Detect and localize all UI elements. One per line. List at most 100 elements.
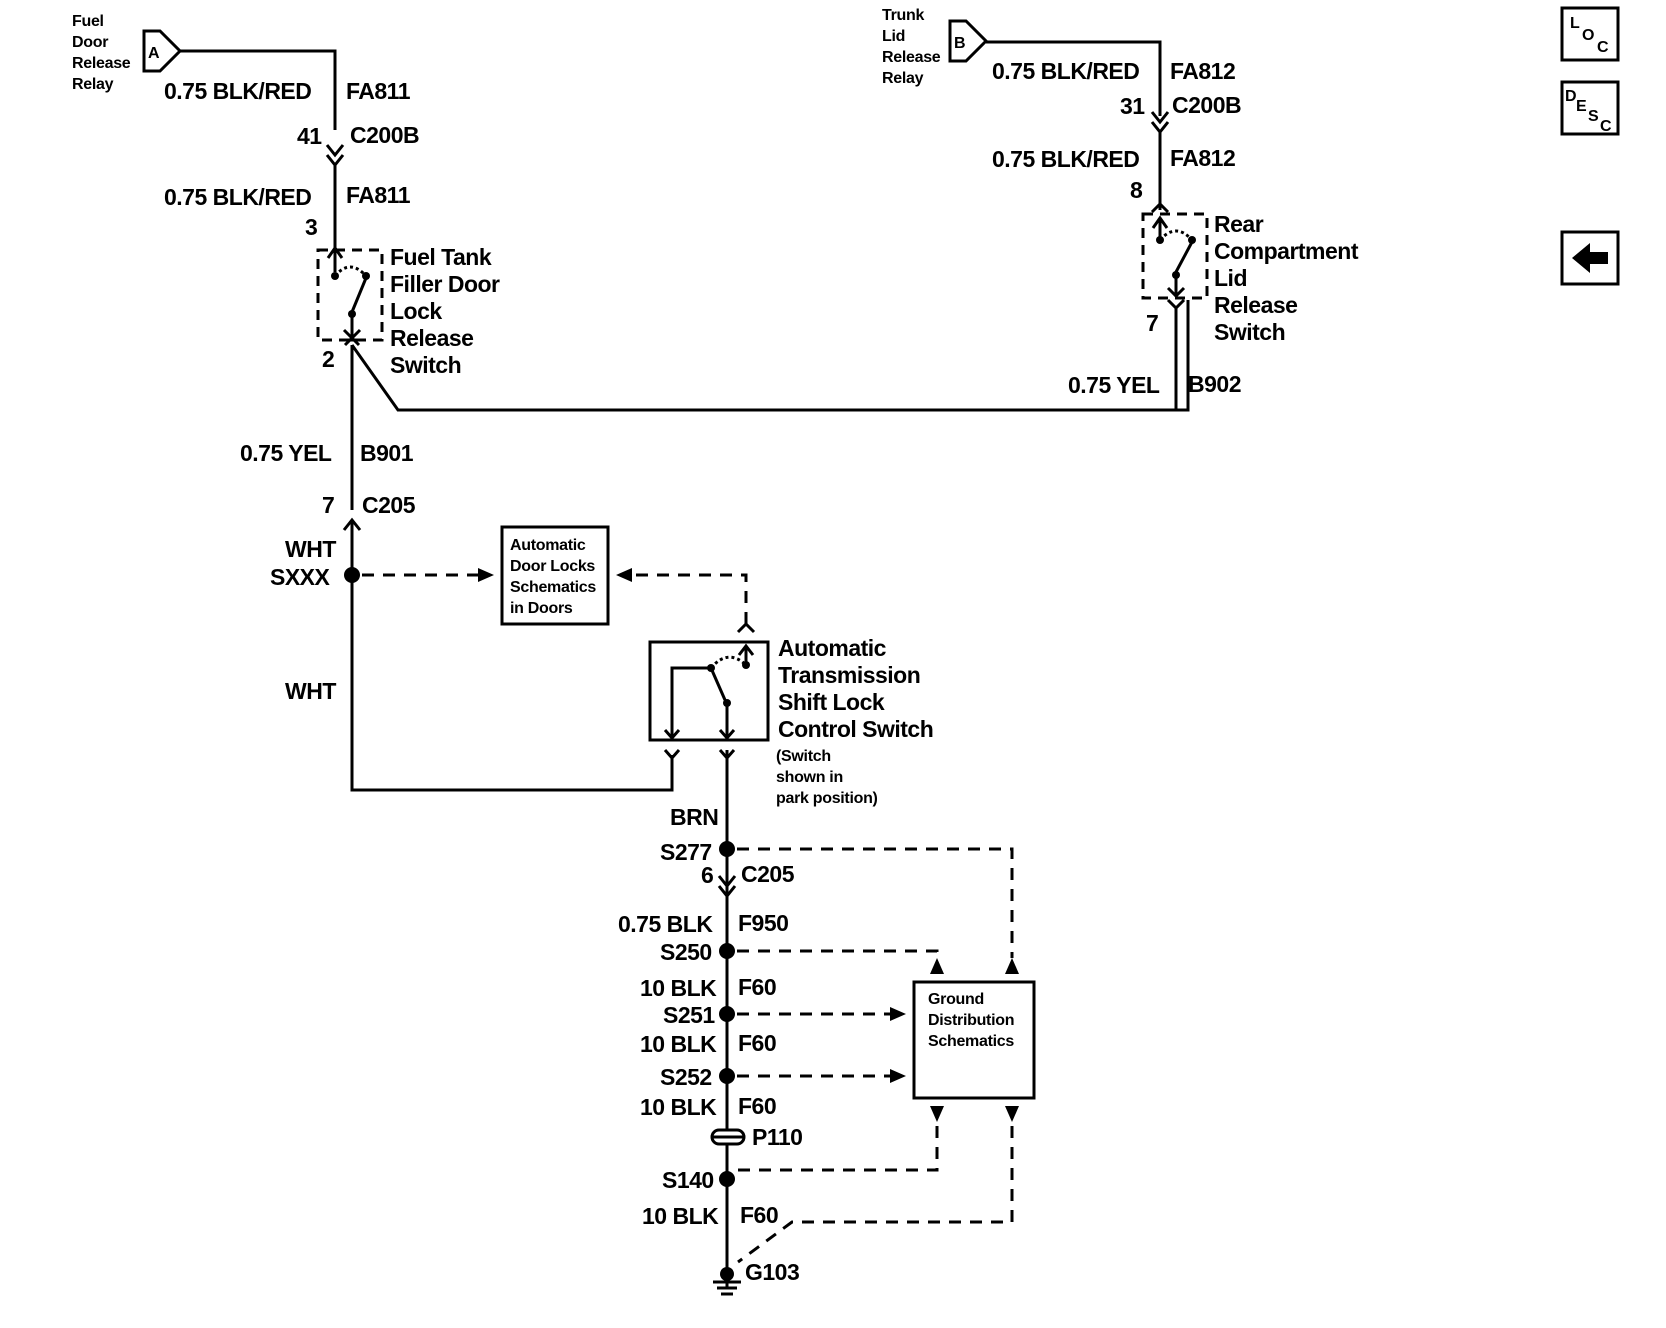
splice-s140-label: S140	[662, 1167, 714, 1193]
svg-text:C: C	[1600, 118, 1612, 135]
svg-text:Fuel Tank: Fuel Tank	[390, 244, 492, 270]
dash-ground-to-g103	[737, 1126, 1014, 1264]
svg-text:Schematics: Schematics	[510, 579, 596, 596]
svg-text:Transmission: Transmission	[778, 662, 920, 688]
wire-label-brn: BRN	[670, 804, 718, 830]
wire-label-b901-color: 0.75 YEL	[240, 440, 332, 466]
c205-upper-name: C205	[362, 492, 416, 518]
dash-arrow-shiftlock-out	[616, 568, 632, 582]
ground-g103-icon	[713, 1267, 741, 1296]
svg-text:C: C	[1597, 39, 1609, 56]
c205-upper-connector-icon	[342, 517, 362, 575]
svg-text:Automatic: Automatic	[778, 635, 887, 661]
splice-s277-dot	[719, 841, 735, 857]
splice-s250-dot	[719, 943, 735, 959]
ground-distribution-reference-label: Ground Distribution Schematics	[928, 991, 1015, 1050]
wire-label-b902-color: 0.75 YEL	[1068, 372, 1160, 398]
c200b-left-connector-icon	[325, 144, 345, 168]
svg-text:Lock: Lock	[390, 298, 442, 324]
svg-text:Automatic: Automatic	[510, 537, 586, 554]
shift-lock-output-connectors	[663, 749, 736, 761]
splice-s251-dot	[719, 1006, 735, 1022]
dash-arrow-s250	[930, 958, 944, 974]
svg-text:Release: Release	[882, 49, 941, 66]
wire-label-f950-circuit: F950	[738, 910, 788, 936]
svg-text:Release: Release	[1214, 292, 1297, 318]
c200b-right-name: C200B	[1172, 92, 1241, 118]
desc-button[interactable]: D E S C	[1560, 80, 1620, 136]
door-locks-reference-box[interactable]	[500, 525, 610, 626]
svg-text:Filler Door: Filler Door	[390, 271, 500, 297]
c200b-right-pin: 31	[1120, 93, 1145, 119]
p110-pass-through-icon	[710, 1128, 746, 1146]
back-button[interactable]	[1560, 230, 1620, 286]
wire-label-fa812-lower-circuit: FA812	[1170, 145, 1235, 171]
shift-lock-switch-box	[648, 640, 770, 742]
svg-text:D: D	[1565, 88, 1576, 105]
wire-label-b902-circuit: B902	[1188, 371, 1241, 397]
wire-label-f60-2-color: 10 BLK	[640, 1031, 717, 1057]
rear-lid-switch-label: Rear Compartment Lid Release Switch	[1214, 211, 1359, 345]
wire-b902-crossover	[350, 300, 1190, 412]
dash-ground-to-s140	[737, 1126, 939, 1172]
splice-sxxx-label: SXXX	[270, 564, 331, 590]
splice-s277-label: S277	[660, 839, 712, 865]
wire-label-fa812-upper-color: 0.75 BLK/RED	[992, 58, 1139, 84]
wire-label-fa811-upper-color: 0.75 BLK/RED	[164, 78, 311, 104]
splice-s140-dot	[719, 1171, 735, 1187]
svg-text:Compartment: Compartment	[1214, 238, 1359, 264]
rear-switch-pin-out: 7	[1146, 310, 1158, 336]
ground-g103-label: G103	[745, 1259, 799, 1285]
svg-text:Release: Release	[390, 325, 473, 351]
rear-switch-input-connector	[1150, 201, 1170, 214]
svg-text:Relay: Relay	[882, 70, 924, 87]
svg-text:(Switch: (Switch	[776, 748, 831, 765]
wire-fa812-upper	[986, 40, 1162, 116]
wire-label-f60-2-circuit: F60	[738, 1030, 776, 1056]
dash-arrow-s252	[890, 1069, 906, 1083]
shift-lock-note: (Switch shown in park position)	[776, 748, 878, 807]
svg-text:Rear: Rear	[1214, 211, 1264, 237]
c200b-left-name: C200B	[350, 122, 419, 148]
svg-text:Door Locks: Door Locks	[510, 558, 595, 575]
connector-b-flag: B	[948, 19, 989, 63]
wire-label-fa812-upper-circuit: FA812	[1170, 58, 1235, 84]
svg-text:B: B	[954, 35, 965, 52]
svg-text:O: O	[1582, 27, 1594, 44]
wire-label-fa811-upper-circuit: FA811	[346, 78, 411, 104]
loc-button[interactable]: L O C	[1560, 6, 1620, 62]
fuel-door-switch-symbol	[316, 247, 384, 342]
wire-fa811-upper	[180, 49, 337, 130]
dash-arrow-doorlocks	[478, 568, 494, 582]
c200b-left-pin: 41	[297, 123, 322, 149]
wire-wht-lower	[350, 575, 674, 792]
wire-label-fa811-lower-circuit: FA811	[346, 182, 411, 208]
door-locks-reference-label: Automatic Door Locks Schematics in Doors	[510, 537, 597, 617]
svg-text:in Doors: in Doors	[510, 600, 573, 617]
svg-text:Release: Release	[72, 55, 131, 72]
fuel-door-relay-label: Fuel Door Release Relay	[72, 13, 131, 93]
c205-upper-pin: 7	[322, 492, 334, 518]
wire-label-f950-color: 0.75 BLK	[618, 911, 713, 937]
wire-label-f60-4-circuit: F60	[740, 1202, 778, 1228]
dash-s277-to-ground	[737, 847, 1014, 958]
fuel-door-switch-label: Fuel Tank Filler Door Lock Release Switc…	[390, 244, 501, 378]
svg-text:shown in: shown in	[776, 769, 843, 786]
ground-distribution-reference-box[interactable]	[912, 980, 1036, 1100]
fuel-switch-pin-out: 2	[322, 346, 334, 372]
dash-arrow-g103	[1005, 1106, 1019, 1122]
dash-doorlocks-to-shiftlock	[636, 573, 748, 630]
wire-label-f60-4-color: 10 BLK	[642, 1203, 719, 1229]
wire-label-f60-1-color: 10 BLK	[640, 975, 717, 1001]
svg-text:Fuel: Fuel	[72, 13, 104, 30]
connector-a-flag: A	[142, 29, 183, 73]
left-arrow-icon	[1572, 243, 1608, 273]
svg-text:Lid: Lid	[882, 28, 905, 45]
dash-s250-to-ground	[737, 949, 939, 958]
svg-text:A: A	[148, 45, 160, 62]
svg-text:Switch: Switch	[1214, 319, 1285, 345]
c205-lower-connector-icon	[717, 875, 737, 899]
shift-lock-switch-label: Automatic Transmission Shift Lock Contro…	[778, 635, 934, 742]
wire-label-fa811-lower-color: 0.75 BLK/RED	[164, 184, 311, 210]
